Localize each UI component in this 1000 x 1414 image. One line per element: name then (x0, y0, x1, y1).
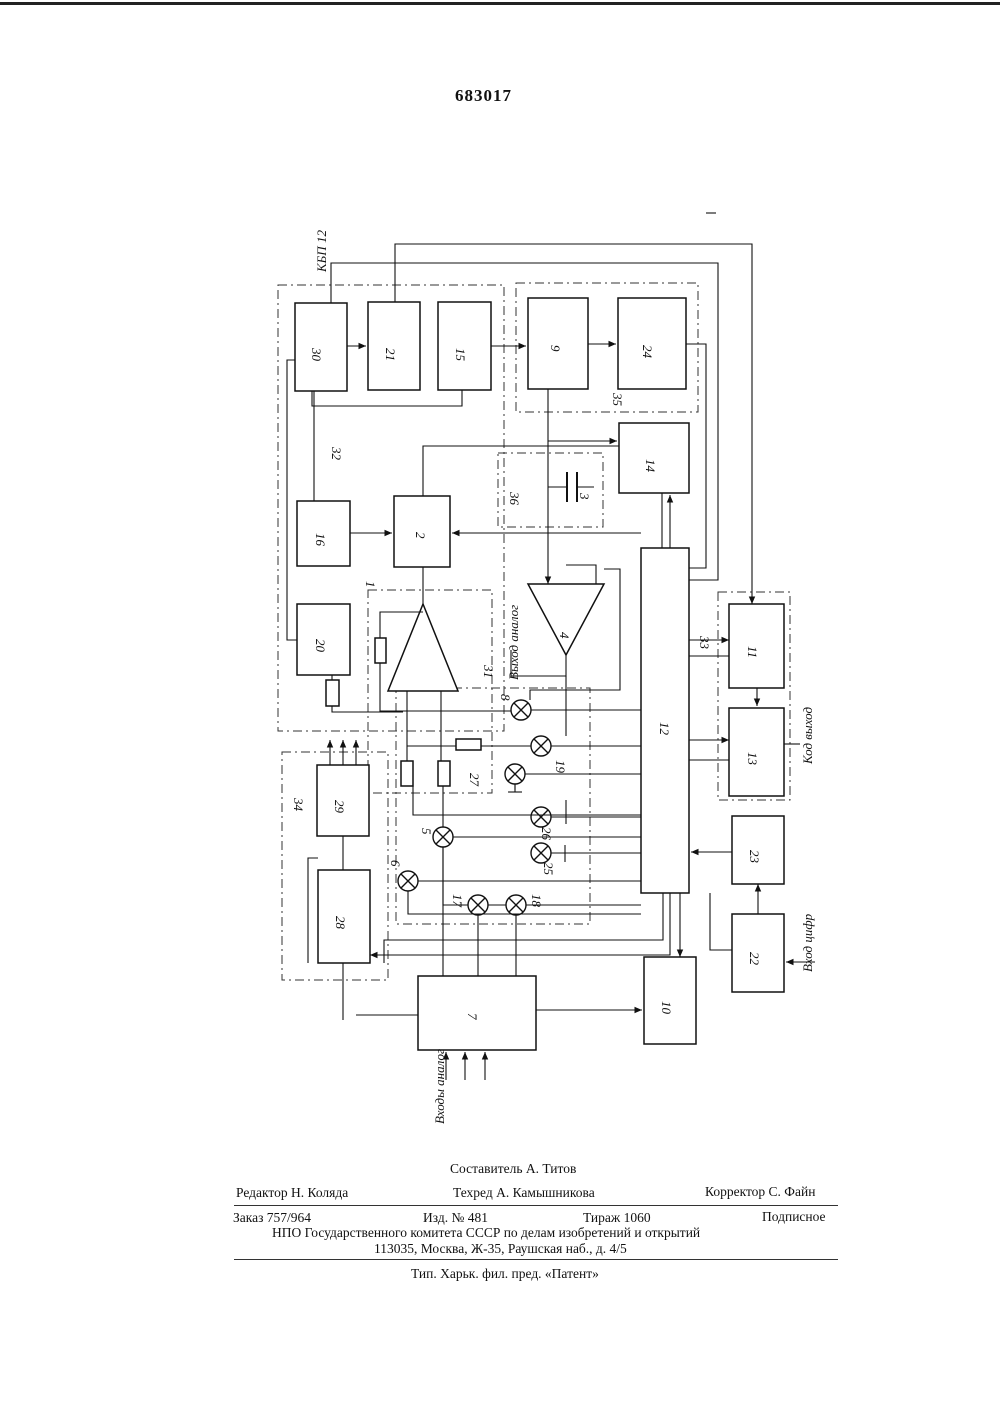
techred: Техред А. Камышникова (453, 1185, 595, 1201)
svg-text:4: 4 (557, 632, 572, 639)
block-30 (295, 303, 347, 391)
svg-text:5: 5 (419, 828, 434, 835)
resistor-20 (326, 680, 339, 706)
resistor-1a (375, 638, 386, 663)
note-output-code: Код выход (800, 706, 815, 765)
svg-text:26: 26 (539, 827, 554, 841)
npo-line: НПО Государственного комитета СССР по де… (272, 1225, 700, 1241)
mult-x (505, 764, 525, 784)
svg-text:11: 11 (745, 646, 760, 658)
mult-17 (468, 895, 488, 915)
amplifier-4 (528, 584, 604, 655)
svg-text:3: 3 (577, 492, 592, 500)
svg-text:29: 29 (332, 800, 347, 814)
order-number: Заказ 757/964 (233, 1210, 311, 1226)
block-24 (618, 298, 686, 389)
svg-text:34: 34 (291, 797, 306, 812)
svg-text:7: 7 (465, 1013, 480, 1020)
block-21 (368, 302, 420, 390)
svg-text:9: 9 (548, 345, 563, 352)
resistor-b (401, 761, 413, 786)
svg-text:15: 15 (453, 348, 468, 362)
edition-number: Изд. № 481 (423, 1210, 488, 1226)
compiler: Составитель А. Титов (450, 1161, 576, 1177)
svg-text:23: 23 (747, 850, 762, 864)
group-36-frame (498, 453, 603, 527)
editor: Редактор Н. Коляда (236, 1185, 348, 1201)
svg-text:25: 25 (541, 862, 556, 876)
block-14 (619, 423, 689, 493)
mult-25 (531, 843, 551, 863)
multipliers (398, 700, 551, 915)
mult-26 (531, 807, 551, 827)
svg-text:8: 8 (498, 694, 513, 701)
mult-6 (398, 871, 418, 891)
imprint-rule (234, 1205, 838, 1206)
address-line: 113035, Москва, Ж-35, Раушская наб., д. … (374, 1241, 627, 1257)
svg-text:27: 27 (467, 773, 482, 787)
svg-text:36: 36 (507, 491, 522, 506)
svg-text:19: 19 (553, 760, 568, 774)
svg-text:33: 33 (697, 635, 712, 650)
amplifier-1 (388, 604, 458, 691)
note-input-digital: Вход цифр (800, 913, 815, 972)
svg-text:16: 16 (313, 533, 328, 547)
block-12 (641, 548, 689, 893)
mult-8 (511, 700, 531, 720)
svg-text:30: 30 (309, 347, 324, 362)
note-inputs-analog: Входы аналог (432, 1049, 447, 1124)
svg-text:1: 1 (363, 581, 378, 588)
circulation: Тираж 1060 (583, 1210, 651, 1226)
block-9 (528, 298, 588, 389)
svg-text:17: 17 (450, 894, 465, 908)
svg-text:35: 35 (610, 392, 625, 407)
svg-text:13: 13 (745, 752, 760, 766)
svg-text:2: 2 (413, 532, 428, 539)
imprint-rule-2 (234, 1259, 838, 1260)
svg-text:18: 18 (529, 894, 544, 908)
group-31-frame (396, 688, 590, 924)
block-15 (438, 302, 491, 390)
svg-text:32: 32 (329, 446, 344, 461)
svg-text:22: 22 (747, 952, 762, 966)
corrector: Корректор С. Файн (705, 1184, 815, 1200)
svg-text:24: 24 (640, 345, 655, 359)
svg-text:10: 10 (659, 1001, 674, 1015)
resistor-c (438, 761, 450, 786)
svg-text:6: 6 (388, 860, 403, 867)
svg-text:31: 31 (481, 664, 496, 678)
svg-text:14: 14 (643, 459, 658, 473)
mult-5 (433, 827, 453, 847)
resistor-27 (456, 739, 481, 750)
mult-19 (531, 736, 551, 756)
svg-text:20: 20 (313, 639, 328, 653)
note-output-analog: Выход аналог (506, 605, 521, 680)
svg-text:21: 21 (383, 348, 398, 361)
printer-line: Тип. Харьк. фил. пред. «Патент» (411, 1266, 599, 1282)
subscription: Подписное (762, 1209, 826, 1225)
svg-text:12: 12 (657, 722, 672, 736)
mult-18 (506, 895, 526, 915)
svg-text:28: 28 (333, 916, 348, 930)
note-kbp12: КБП 12 (314, 230, 329, 273)
